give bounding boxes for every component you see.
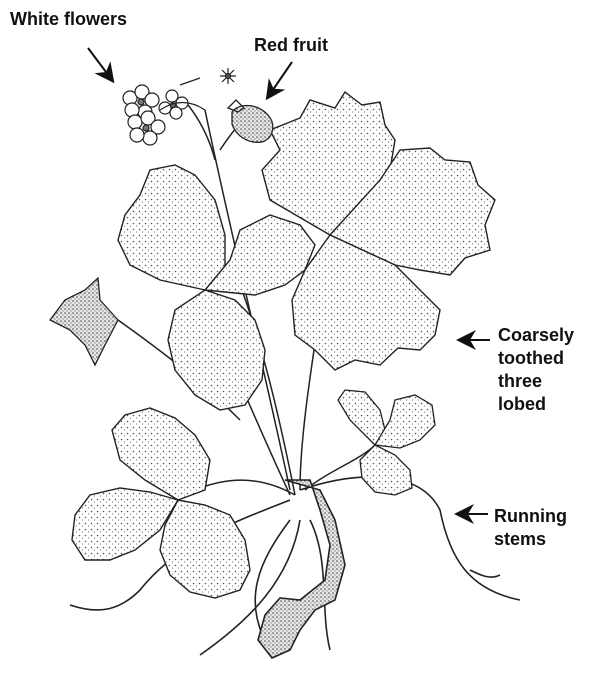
label-white-flowers: White flowers <box>10 8 127 31</box>
arrow-red-fruit <box>268 62 292 97</box>
red-fruit <box>228 100 273 142</box>
label-stems-line1: Running <box>494 505 567 528</box>
label-leaves-line1: Coarsely <box>498 324 574 347</box>
flower-2 <box>128 111 165 145</box>
label-leaves-line3: three <box>498 370 574 393</box>
flower-bud <box>220 68 236 84</box>
label-leaves: Coarsely toothed three lobed <box>498 324 574 416</box>
label-leaves-line2: toothed <box>498 347 574 370</box>
flower-3 <box>159 90 188 119</box>
white-flowers <box>123 68 236 145</box>
small-right-leaf <box>338 390 435 495</box>
label-running-stems: Running stems <box>494 505 567 551</box>
label-stems-line2: stems <box>494 528 567 551</box>
label-leaves-line4: lobed <box>498 393 574 416</box>
lower-left-leaf <box>72 408 250 598</box>
small-left-leaf <box>50 278 118 365</box>
label-red-fruit: Red fruit <box>254 34 328 57</box>
arrow-white-flowers <box>88 48 112 80</box>
